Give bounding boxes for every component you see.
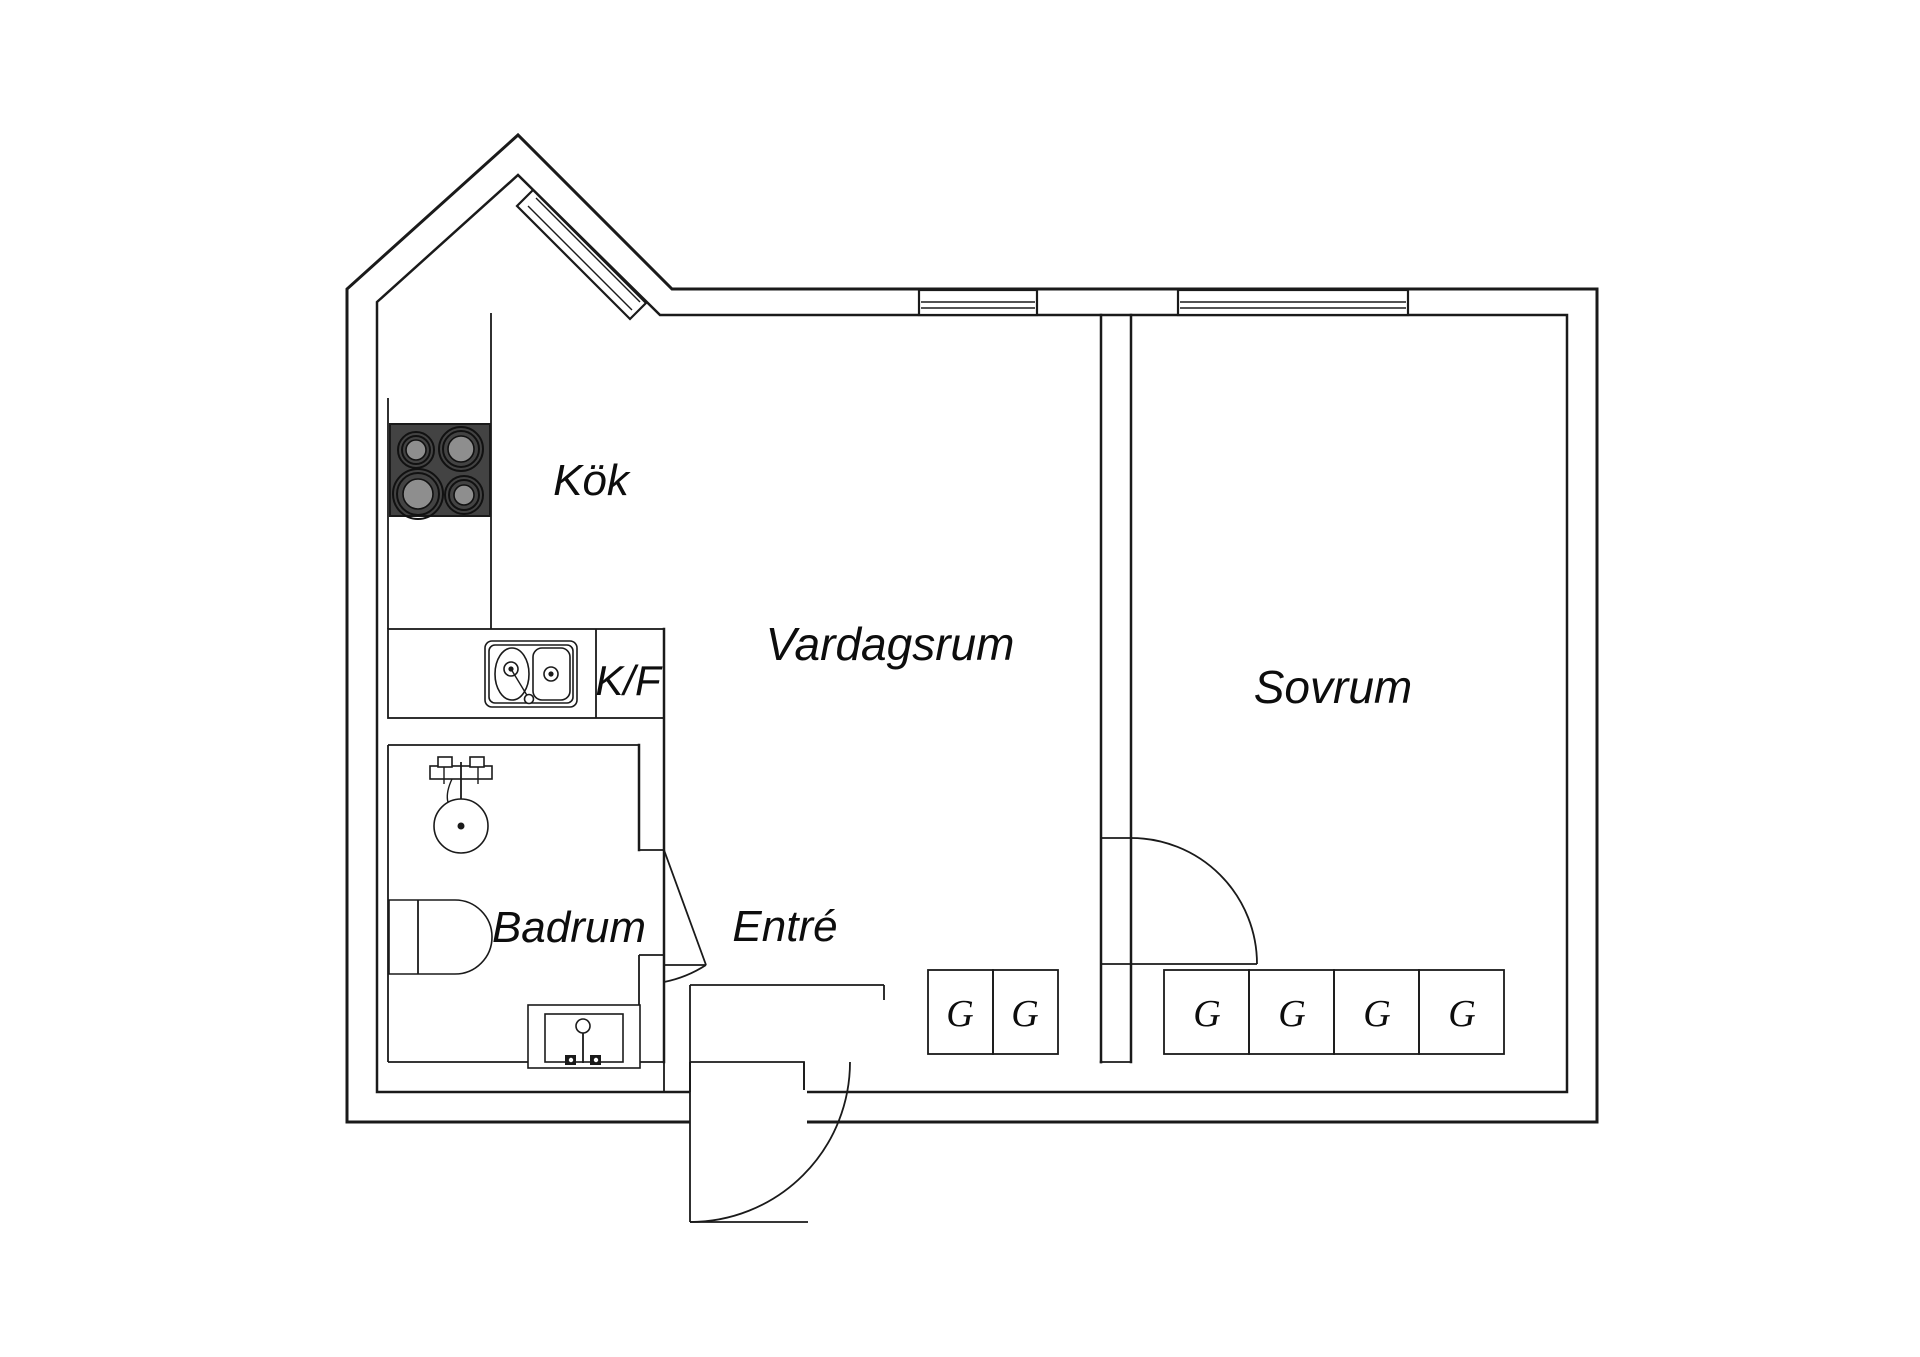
closet-box[interactable]	[1418, 969, 1505, 1055]
closet-group-living: G G	[927, 969, 1059, 1055]
closet-label: G	[1363, 993, 1390, 1035]
room-labels: Kök Vardagsrum Sovrum Badrum Entré K/F	[492, 456, 1412, 952]
closet-label: G	[946, 993, 973, 1035]
room-label-entre: Entré	[732, 902, 837, 951]
room-label-vardagsrum: Vardagsrum	[766, 618, 1015, 670]
room-label-kf: K/F	[595, 657, 663, 704]
room-label-kok: Kök	[553, 456, 631, 505]
window-kitchen-angled	[515, 188, 648, 321]
door-entrance[interactable]	[689, 1061, 851, 1223]
room-label-sovrum: Sovrum	[1254, 661, 1412, 713]
door-bathroom[interactable]	[663, 849, 707, 983]
toilet	[388, 899, 493, 975]
window-living-room	[917, 288, 1039, 317]
shower-drain	[429, 756, 493, 854]
partition-living-bedroom	[1099, 313, 1133, 1064]
closet-label: G	[1448, 993, 1475, 1035]
closet-group-bedroom: G G G G	[1163, 969, 1505, 1055]
outer-wall	[345, 132, 1599, 1124]
stove-cooktop	[389, 423, 491, 520]
kitchen-sink-counter	[387, 628, 665, 719]
room-label-badrum: Badrum	[492, 903, 646, 952]
entrance-opening	[689, 1062, 807, 1126]
closet-label: G	[1278, 993, 1305, 1035]
kitchen-sink	[484, 640, 578, 708]
washing-machine	[527, 1004, 641, 1069]
window-bedroom	[1176, 288, 1410, 317]
closet-label: G	[1193, 993, 1220, 1035]
door-bedroom[interactable]	[1130, 837, 1258, 965]
closet-box[interactable]	[992, 969, 1059, 1055]
closet-label: G	[1011, 993, 1038, 1035]
